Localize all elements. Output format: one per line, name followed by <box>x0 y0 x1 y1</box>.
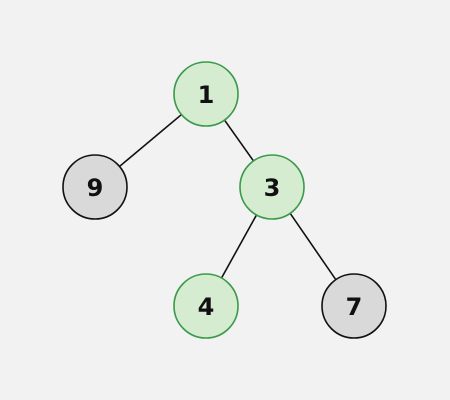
node-label: 1 <box>198 81 215 109</box>
node-circle <box>321 273 387 339</box>
edge-n3-n4 <box>220 214 258 279</box>
edge-n3-n7 <box>289 212 337 281</box>
node-circle <box>62 154 128 220</box>
edge-n1-n3 <box>223 119 255 162</box>
node-circle <box>173 61 239 127</box>
node-label: 9 <box>87 174 104 202</box>
tree-node-3: 3 <box>239 154 305 220</box>
tree-node-4: 4 <box>173 273 239 339</box>
node-label: 7 <box>346 293 363 321</box>
node-circle <box>239 154 305 220</box>
tree-nodes: 1 9 3 4 7 <box>62 61 387 339</box>
node-circle <box>173 273 239 339</box>
node-label: 3 <box>264 174 281 202</box>
tree-node-9: 9 <box>62 154 128 220</box>
tree-node-1: 1 <box>173 61 239 127</box>
edge-n1-n9 <box>119 113 182 168</box>
tree-node-7: 7 <box>321 273 387 339</box>
node-label: 4 <box>198 293 215 321</box>
tree-edges <box>119 113 337 281</box>
